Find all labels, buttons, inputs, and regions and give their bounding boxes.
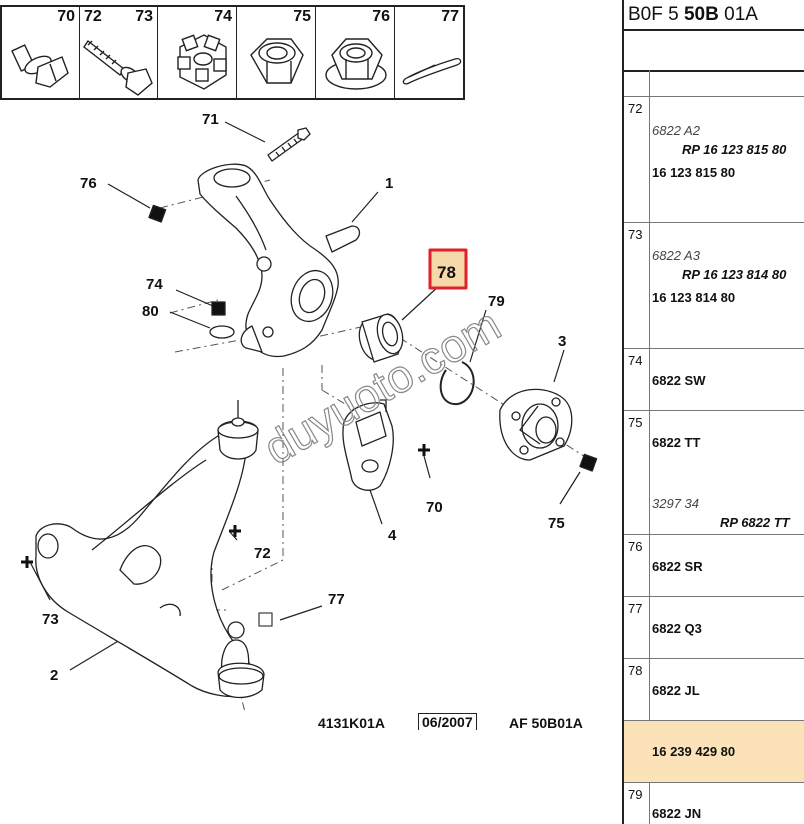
highlight-box-78 xyxy=(428,248,468,290)
strip-number: 73 xyxy=(135,8,153,25)
callout-4[interactable]: 4 xyxy=(388,527,397,544)
ball-joint xyxy=(217,621,265,699)
parts-row-72[interactable]: 72 6822 A2 RP 16 123 815 80 16 123 815 8… xyxy=(624,96,804,222)
row-number: 73 xyxy=(628,227,643,242)
callout-77[interactable]: 77 xyxy=(328,591,345,608)
diagram-code: AF 50B01A xyxy=(509,715,583,731)
clip-80-shape xyxy=(209,325,235,339)
diagram-reference: 4131K01A xyxy=(318,715,385,731)
callout-2[interactable]: 2 xyxy=(50,667,58,684)
callout-70[interactable]: 70 xyxy=(426,499,443,516)
strip-cell-77[interactable]: 77 xyxy=(395,7,463,98)
wheel-bearing xyxy=(358,313,404,363)
flange-nut-icon xyxy=(325,38,387,90)
row-rp: RP 6822 TT xyxy=(720,515,790,530)
row-part: 16 239 429 80 xyxy=(652,744,736,759)
plus-markers xyxy=(21,444,430,568)
dust-shield xyxy=(342,399,394,491)
circlip-79-shape xyxy=(439,361,475,406)
strip-cell-70[interactable]: 70 xyxy=(2,7,80,98)
strip-cell-76[interactable]: 76 xyxy=(316,7,395,98)
castle-nut-icon xyxy=(177,34,227,90)
long-bolt-icon xyxy=(83,39,153,96)
marker-76-square xyxy=(148,204,167,223)
strip-number: 76 xyxy=(372,8,390,25)
callout-1[interactable]: 1 xyxy=(385,175,393,192)
row-ref: 6822 A3 xyxy=(652,248,700,263)
title-part-c: 01A xyxy=(718,4,758,25)
flange-bolt-icon xyxy=(11,44,69,88)
parts-row-78-highlighted[interactable]: 16 239 429 80 xyxy=(624,720,804,782)
divider xyxy=(624,70,804,72)
parts-row-74[interactable]: 74 6822 SW xyxy=(624,348,804,410)
strip-number: 74 xyxy=(214,8,232,25)
row-part: 6822 Q3 xyxy=(652,621,702,636)
callout-78[interactable]: 78 xyxy=(437,263,456,282)
parts-row-73[interactable]: 73 6822 A3 RP 16 123 814 80 16 123 814 8… xyxy=(624,222,804,348)
row-number: 77 xyxy=(628,601,643,616)
strip-number: 77 xyxy=(441,8,459,25)
parts-row-77[interactable]: 77 6822 Q3 xyxy=(624,596,804,658)
row-part: 16 123 814 80 xyxy=(652,290,736,305)
row-ref: 3297 34 xyxy=(652,496,699,511)
bushing-top xyxy=(217,400,259,460)
bolt-71-shape xyxy=(267,127,311,162)
steering-knuckle xyxy=(197,163,361,358)
callout-72[interactable]: 72 xyxy=(254,545,271,562)
row-number: 76 xyxy=(628,539,643,554)
callout-3[interactable]: 3 xyxy=(558,333,566,350)
callout-73[interactable]: 73 xyxy=(42,611,59,628)
lower-control-arm xyxy=(35,433,255,698)
row-rp: RP 16 123 815 80 xyxy=(682,142,787,157)
diagram-date: 06/2007 xyxy=(418,713,477,730)
marker-77-square xyxy=(258,612,273,627)
divider xyxy=(624,29,804,31)
marker-74-square xyxy=(211,301,226,316)
split-pin-icon xyxy=(402,57,462,85)
row-number: 78 xyxy=(628,663,643,678)
panel-title: B0F 5 50B 01A xyxy=(628,4,758,26)
hub-nut-icon xyxy=(250,38,304,84)
marker-75-square xyxy=(579,453,598,472)
row-part: 6822 SR xyxy=(652,559,703,574)
row-part: 6822 JL xyxy=(652,683,700,698)
fastener-strip: 70 72 73 74 xyxy=(0,5,465,100)
title-part-b: 50B xyxy=(683,4,719,25)
callout-71[interactable]: 71 xyxy=(202,111,219,128)
wheel-hub xyxy=(499,388,573,461)
parts-row-76[interactable]: 76 6822 SR xyxy=(624,534,804,596)
strip-cell-75[interactable]: 75 xyxy=(237,7,316,98)
row-number: 72 xyxy=(628,101,643,116)
row-part: 6822 TT xyxy=(652,435,701,450)
row-part: 6822 SW xyxy=(652,373,706,388)
leader-lines xyxy=(29,121,581,671)
row-part: 6822 JN xyxy=(652,806,702,821)
exploded-diagram: duyuoto.com 71 76 1 74 80 78 79 3 70 4 7… xyxy=(21,111,598,713)
parts-list-panel: B0F 5 50B 01A 72 6822 A2 RP 16 123 815 8… xyxy=(622,0,804,824)
parts-row-75[interactable]: 75 6822 TT 3297 34 RP 6822 TT xyxy=(624,410,804,534)
strip-cell-74[interactable]: 74 xyxy=(158,7,237,98)
row-rp: RP 16 123 814 80 xyxy=(682,267,787,282)
callout-74[interactable]: 74 xyxy=(146,276,163,293)
assembly-axis-lines xyxy=(159,179,591,713)
column-divider xyxy=(649,70,650,824)
strip-cell-72-73[interactable]: 72 73 xyxy=(80,7,158,98)
row-number: 74 xyxy=(628,353,643,368)
callout-79[interactable]: 79 xyxy=(488,293,505,310)
row-number: 75 xyxy=(628,415,643,430)
parts-row-78[interactable]: 78 6822 JL xyxy=(624,658,804,720)
row-number: 79 xyxy=(628,787,643,802)
parts-row-79[interactable]: 79 6822 JN xyxy=(624,782,804,824)
callout-75[interactable]: 75 xyxy=(548,515,565,532)
row-part: 16 123 815 80 xyxy=(652,165,736,180)
callout-76[interactable]: 76 xyxy=(80,175,97,192)
title-part-a: B0F 5 xyxy=(628,4,684,25)
strip-number: 70 xyxy=(57,8,75,25)
strip-number: 72 xyxy=(84,8,102,25)
strip-number: 75 xyxy=(293,8,311,25)
row-ref: 6822 A2 xyxy=(652,123,700,138)
callout-80[interactable]: 80 xyxy=(142,303,159,320)
